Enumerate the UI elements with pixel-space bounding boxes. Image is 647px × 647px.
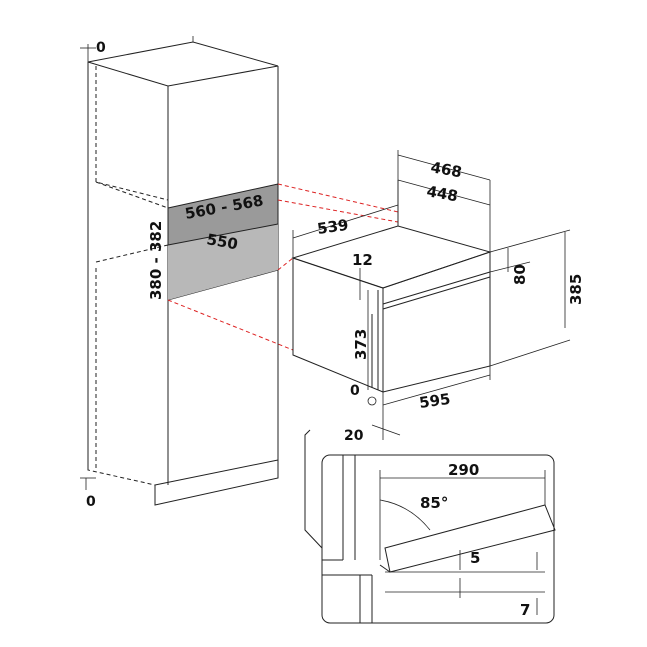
projection-lines xyxy=(167,183,399,351)
label-door-offset: 20 xyxy=(344,428,364,444)
label-niche-depth: 550 xyxy=(205,230,239,253)
label-appliance-width-inner: 448 xyxy=(425,182,459,205)
label-gap-5: 5 xyxy=(470,549,480,567)
label-appliance-depth: 539 xyxy=(316,216,350,238)
label-bottom-gap: 0 xyxy=(86,494,96,510)
label-body-height: 373 xyxy=(352,329,370,360)
appliance xyxy=(291,225,492,393)
label-door-opening: 290 xyxy=(448,461,479,479)
label-total-height: 385 xyxy=(567,274,585,305)
appliance-dimension-lines xyxy=(80,47,571,490)
label-control-offset: 12 xyxy=(352,251,373,269)
door-detail xyxy=(304,429,556,624)
label-gap-7: 7 xyxy=(520,601,530,619)
label-panel-height: 80 xyxy=(511,264,529,285)
label-front-width: 595 xyxy=(418,390,452,412)
label-top-gap: 0 xyxy=(96,40,106,56)
cabinet xyxy=(87,36,279,506)
label-appliance-width-top: 468 xyxy=(429,158,463,181)
label-niche-height: 380 - 382 xyxy=(147,221,165,300)
label-angle: 85° xyxy=(420,494,448,512)
label-front-offset-zero: 0 xyxy=(350,383,360,399)
